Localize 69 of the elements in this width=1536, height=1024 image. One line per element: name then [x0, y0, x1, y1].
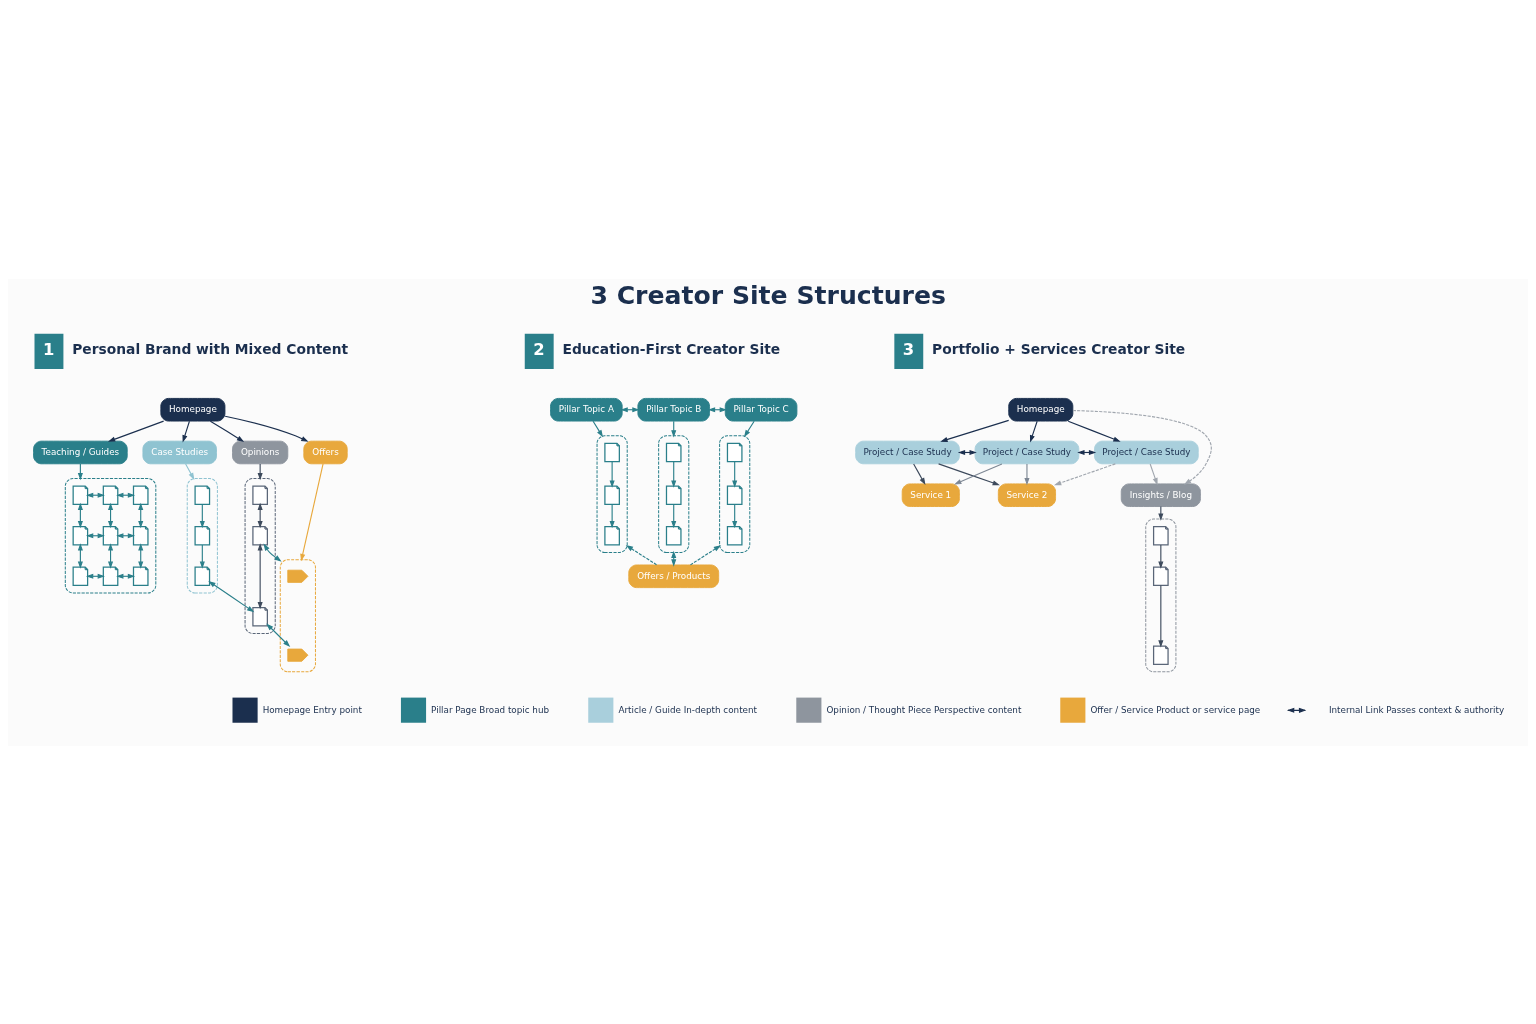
node-box: Pillar Topic A: [550, 397, 623, 422]
node-label: Education-First Creator Site: [562, 340, 781, 357]
cluster: [719, 434, 751, 553]
arrow: [671, 460, 677, 488]
arrow: [954, 462, 1003, 485]
legend-label: Opinion / Thought Piece Perspective content: [826, 704, 1022, 714]
node-box: Service 2: [997, 482, 1056, 507]
node-box: Insights / Blog: [1120, 482, 1201, 507]
arrow: [257, 542, 263, 609]
cluster: [1145, 518, 1177, 672]
arrow: [300, 462, 324, 561]
arrow: [671, 550, 677, 567]
node-box: Homepage: [1008, 397, 1074, 422]
diagram-title: 3 Creator Site Structures: [590, 280, 946, 310]
node-box: Offers: [303, 440, 348, 464]
arrow: [592, 420, 604, 437]
legend-label: Homepage Entry point: [262, 704, 362, 714]
node-box: Homepage: [160, 397, 226, 422]
arrow: [1024, 462, 1030, 485]
arrow: [185, 462, 195, 480]
node-tag: [287, 569, 309, 583]
node-label: Portfolio + Services Creator Site: [932, 340, 1186, 357]
arrow: [257, 502, 263, 528]
node-box: Opinions: [232, 440, 289, 464]
node-box: Project / Case Study: [1094, 440, 1199, 464]
arrow: [1072, 409, 1212, 485]
arrow: [732, 460, 738, 488]
arrow: [266, 622, 291, 647]
legend-label: Offer / Service Product or service page: [1090, 704, 1261, 714]
node-box: Pillar Topic C: [724, 397, 798, 422]
node-box: Service 1: [901, 482, 960, 507]
arrow: [1158, 584, 1164, 648]
arrow: [609, 503, 615, 528]
arrow: [209, 420, 245, 442]
arrow: [224, 415, 309, 442]
node-box: Project / Case Study: [855, 440, 960, 464]
node-box: 1: [34, 333, 64, 369]
cluster: [64, 477, 157, 593]
node-box: Case Studies: [142, 440, 217, 464]
arrow: [208, 580, 255, 612]
legend-label: Article / Guide In-depth content: [618, 704, 757, 714]
arrow: [257, 462, 263, 480]
node-box: Pillar Topic B: [637, 397, 710, 422]
cluster: [279, 558, 316, 672]
node-box: Offers / Products: [628, 564, 720, 588]
node-box: 2: [524, 333, 554, 369]
arrow: [938, 462, 1000, 485]
arrow: [1149, 462, 1158, 485]
node-box: Teaching / Guides: [33, 440, 128, 464]
arrow: [913, 462, 926, 485]
arrow: [1067, 420, 1121, 442]
arrow: [609, 460, 615, 488]
legend-label: Internal Link Passes context & authority: [1328, 704, 1505, 714]
arrow: [263, 543, 282, 562]
arrow: [107, 420, 165, 442]
legend-label: Pillar Page Broad topic hub: [431, 704, 550, 714]
arrow: [1029, 420, 1038, 442]
arrow: [743, 420, 755, 437]
arrow: [1054, 462, 1116, 485]
cluster: [658, 434, 690, 553]
node-tag: [287, 648, 309, 662]
cluster: [596, 434, 628, 553]
arrow: [625, 544, 658, 565]
node-box: 3: [894, 333, 924, 369]
arrow: [940, 419, 1010, 442]
node-label: Personal Brand with Mixed Content: [72, 340, 349, 357]
node-box: Project / Case Study: [974, 440, 1080, 464]
arrow: [689, 544, 722, 565]
arrow: [182, 420, 190, 442]
